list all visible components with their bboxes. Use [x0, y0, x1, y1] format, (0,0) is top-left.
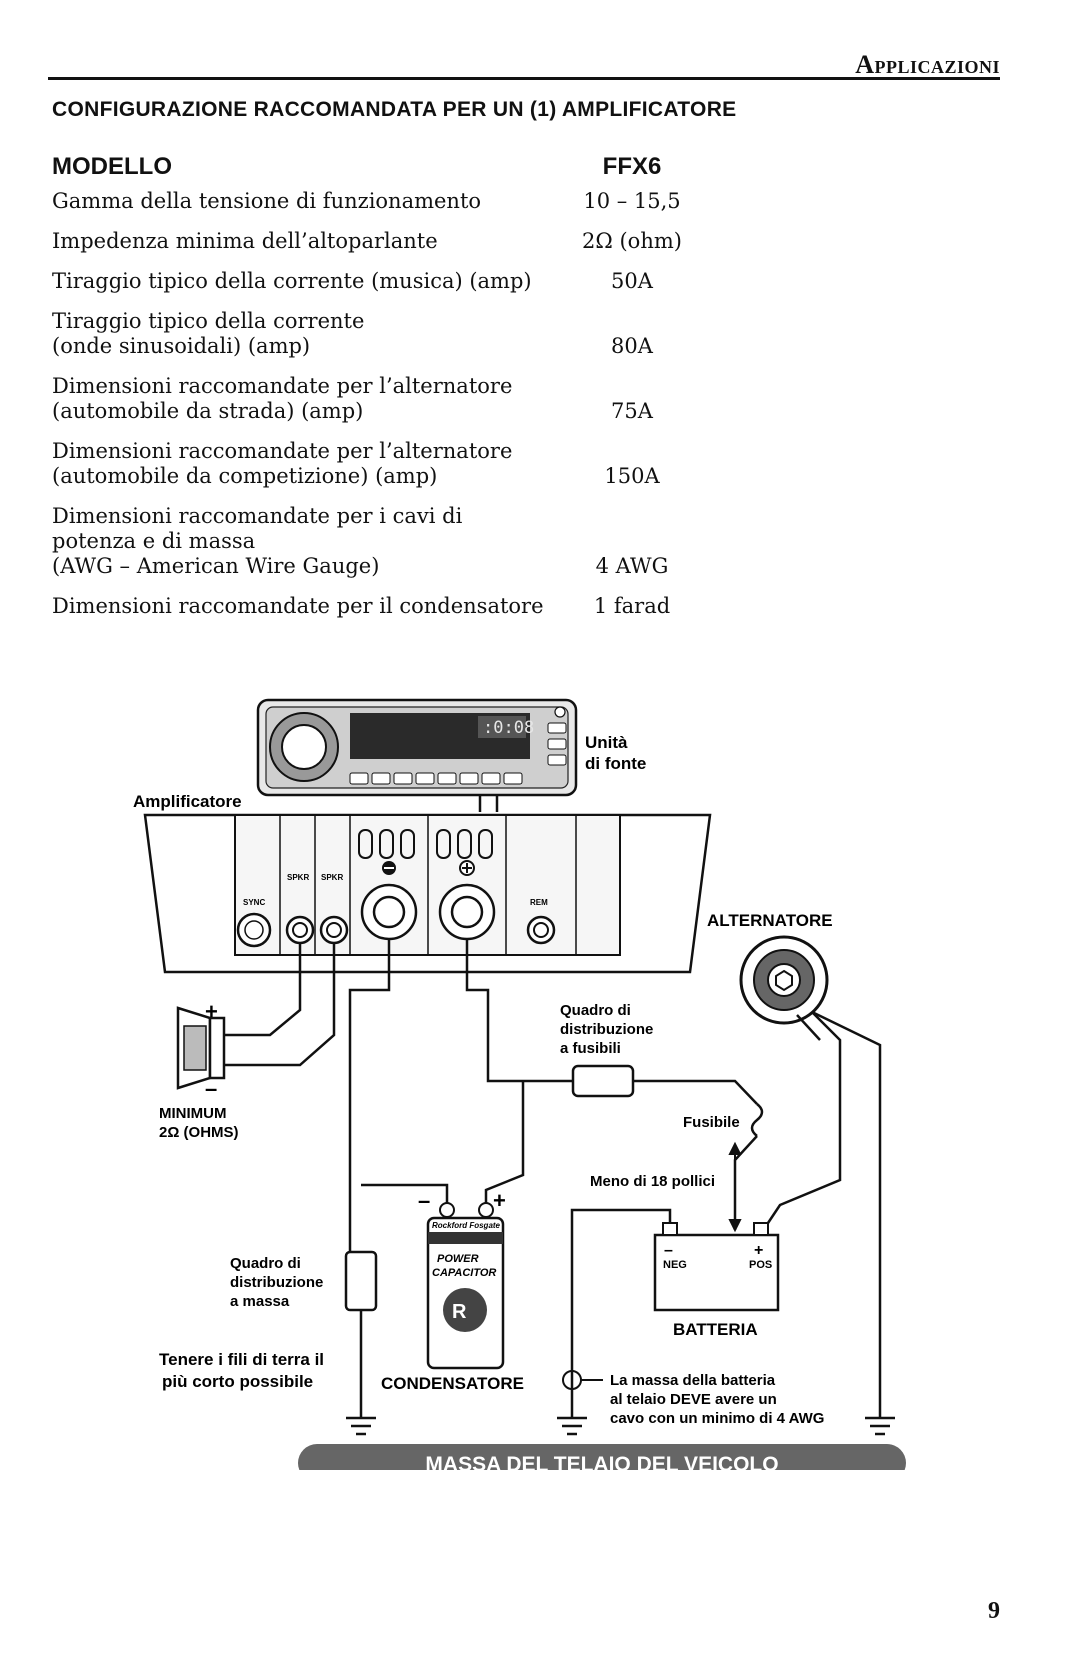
amp-term-spkr: SPKR — [287, 873, 309, 882]
amp-term-spkr: SPKR — [321, 873, 343, 882]
min-impedance-label-2: 2Ω (OHMS) — [159, 1124, 239, 1141]
speaker-minus: – — [205, 1076, 217, 1101]
spec-row: Dimensioni raccomandate per i cavi di po… — [52, 504, 692, 579]
source-unit-label-2: di fonte — [585, 754, 646, 773]
spec-row: Impedenza minima dell’altoparlante 2Ω (oh… — [52, 229, 692, 254]
svg-text:R: R — [452, 1301, 467, 1323]
short-ground-note-2: più corto possibile — [162, 1372, 313, 1391]
header-rule — [48, 77, 1000, 80]
battery-pos-label: POS — [749, 1259, 772, 1271]
spec-row-label: Dimensioni raccomandate per l’alternator… — [52, 439, 513, 488]
spec-row-label: Dimensioni raccomandate per il condensat… — [52, 594, 544, 618]
source-unit: :0:08 — [256, 698, 578, 797]
amplifier-label: Amplificatore — [133, 792, 242, 811]
ground-block-label-3: a massa — [230, 1293, 290, 1310]
spec-row: Dimensioni raccomandate per il condensat… — [52, 594, 692, 619]
spec-row-label: Gamma della tensione di funzionamento — [52, 189, 482, 213]
battery-ground-note-1: La massa della batteria — [610, 1372, 776, 1389]
spec-row: Dimensioni raccomandate per l’alternator… — [52, 374, 692, 424]
spec-row-value: 75A — [611, 399, 653, 423]
capacitor-name-2: CAPACITOR — [432, 1267, 496, 1279]
short-ground-note-1: Tenere i fili di terra il — [159, 1350, 324, 1369]
fuse-block-label-2: distribuzione — [560, 1021, 653, 1038]
fuse-distribution-block — [571, 1064, 635, 1098]
fuse-block-label-1: Quadro di — [560, 1002, 631, 1019]
spec-row-label: Impedenza minima dell’altoparlante — [52, 229, 438, 253]
capacitor-brand: Rockford Fosgate — [432, 1221, 501, 1230]
battery-pos-sign: + — [754, 1242, 763, 1259]
chassis-ground-banner — [298, 1444, 906, 1470]
fuse-symbol — [750, 1103, 764, 1137]
spec-row: Tiraggio tipico della corrente (musica) … — [52, 269, 692, 294]
spec-table-header: MODELLO FFX6 — [52, 153, 692, 181]
ground-symbol — [865, 1416, 895, 1436]
alternator — [739, 935, 829, 1025]
spec-row-value: 80A — [611, 334, 653, 358]
chassis-ground-label: MASSA DEL TELAIO DEL VEICOLO — [425, 1453, 778, 1470]
spec-model: FFX6 — [602, 153, 662, 180]
ground-block-label-2: distribuzione — [230, 1274, 323, 1291]
spec-row-value: 4 AWG — [595, 554, 669, 578]
distance-label: Meno di 18 pollici — [590, 1173, 715, 1190]
ground-symbol — [557, 1416, 587, 1436]
capacitor-minus: – — [418, 1188, 430, 1213]
spec-row-value: 10 – 15,5 — [583, 189, 681, 213]
battery — [653, 1222, 780, 1312]
capacitor-label: CONDENSATORE — [381, 1374, 524, 1393]
speaker — [176, 1006, 226, 1090]
svg-text::0:08: :0:08 — [483, 718, 534, 738]
spec-row: Dimensioni raccomandate per l’alternator… — [52, 439, 692, 489]
spec-row-value: 150A — [604, 464, 660, 488]
spec-label-header: MODELLO — [52, 153, 172, 180]
spec-row: Tiraggio tipico della corrente (onde sin… — [52, 309, 692, 359]
ground-symbol — [346, 1416, 376, 1436]
capacitor: R — [426, 1202, 505, 1370]
spec-table: MODELLO FFX6 Gamma della tensione di fun… — [52, 153, 692, 634]
amp-term-rem: REM — [530, 898, 548, 907]
header-section-title: Applicazioni — [855, 50, 1000, 79]
alternator-label: ALTERNATORE — [707, 911, 833, 930]
speaker-plus: + — [205, 999, 218, 1024]
battery-neg-label: NEG — [663, 1259, 687, 1271]
fuse-label: Fusibile — [683, 1114, 740, 1131]
spec-row-value: 2Ω (ohm) — [582, 229, 682, 253]
capacitor-plus: + — [493, 1188, 506, 1213]
spec-row-value: 1 farad — [593, 594, 671, 618]
spec-row-label: Dimensioni raccomandate per l’alternator… — [52, 374, 513, 423]
spec-row: Gamma della tensione di funzionamento 10 … — [52, 189, 692, 214]
battery-ground-note-2: al telaio DEVE avere un — [610, 1391, 777, 1408]
source-unit-label-1: Unità — [585, 733, 628, 752]
amp-term-sync: SYNC — [243, 898, 265, 907]
page-number: 9 — [988, 1598, 1000, 1624]
spec-row-label: Dimensioni raccomandate per i cavi di po… — [52, 504, 463, 578]
battery-neg-sign: – — [664, 1242, 673, 1259]
spec-row-label: Tiraggio tipico della corrente (onde sin… — [52, 309, 365, 358]
ground-block-label-1: Quadro di — [230, 1255, 301, 1272]
battery-ground-note-3: cavo con un minimo di 4 AWG — [610, 1410, 824, 1427]
fuse-block-label-3: a fusibili — [560, 1040, 621, 1057]
capacitor-name-1: POWER — [437, 1253, 479, 1265]
section-title: CONFIGURAZIONE RACCOMANDATA PER UN (1) A… — [52, 98, 737, 121]
ground-distribution-block — [344, 1250, 378, 1312]
min-impedance-label-1: MINIMUM — [159, 1105, 227, 1122]
spec-row-label: Tiraggio tipico della corrente (musica) … — [52, 269, 532, 293]
amplifier — [143, 813, 712, 974]
wiring-diagram: :0:08 Unità di fonte Amplificatore — [133, 698, 906, 1470]
wiring — [224, 939, 882, 1418]
spec-row-value: 50A — [611, 269, 653, 293]
battery-label: BATTERIA — [673, 1320, 758, 1339]
